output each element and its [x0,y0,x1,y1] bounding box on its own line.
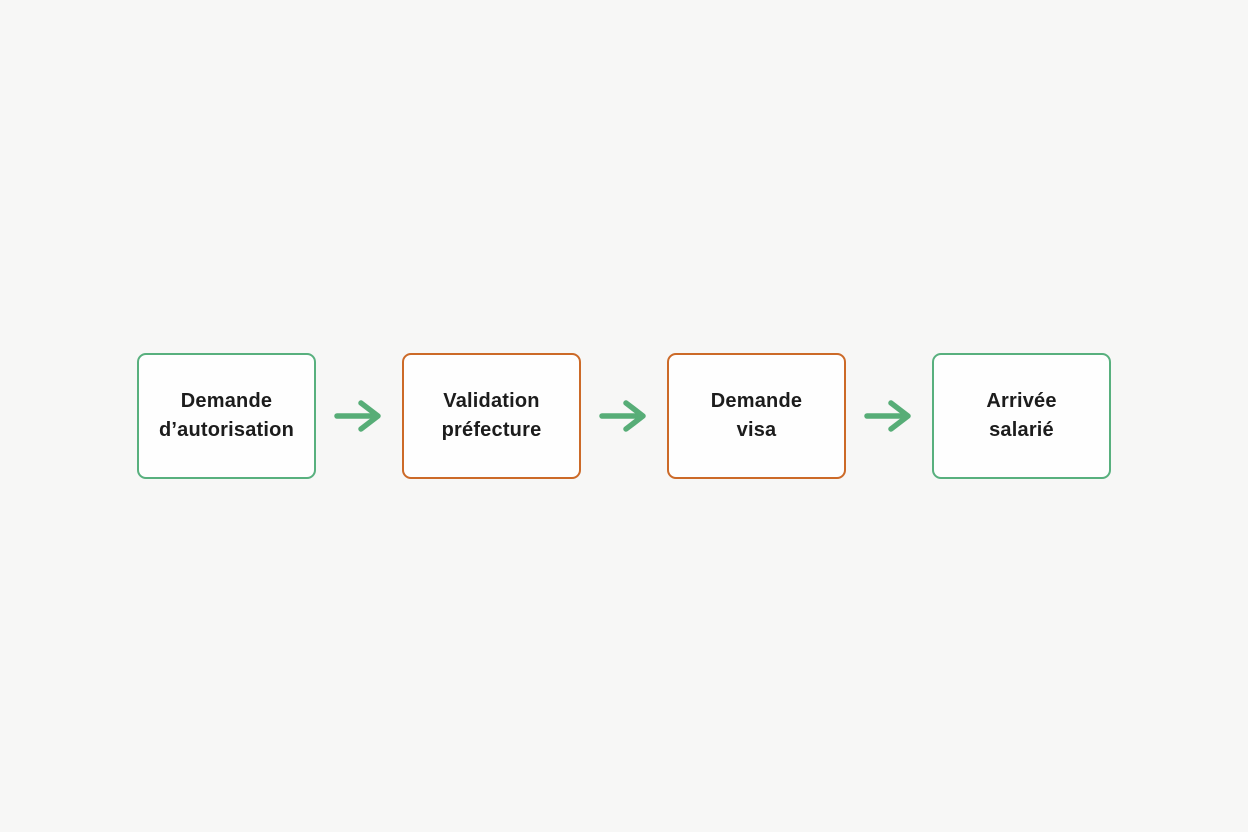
flow-step-label: Arrivée salarié [986,390,1057,441]
arrow-right-icon [864,400,911,432]
flow-step-label: Demande d’autorisation [158,390,295,441]
flow-step-demande-visa: Demande visa [667,353,846,479]
arrow-right-icon [334,400,381,432]
flow-step-validation-prefecture: Validation préfecture [402,353,581,479]
flow-step-demande-autorisation: Demande d’autorisation [137,353,316,479]
flow-step-label: Validation préfecture [441,390,542,441]
process-flow: Demande d’autorisation Validation préfec… [0,353,1248,479]
arrow-right-icon [599,400,646,432]
flow-step-arrivee-salarie: Arrivée salarié [932,353,1111,479]
flow-step-label: Demande visa [710,390,803,441]
